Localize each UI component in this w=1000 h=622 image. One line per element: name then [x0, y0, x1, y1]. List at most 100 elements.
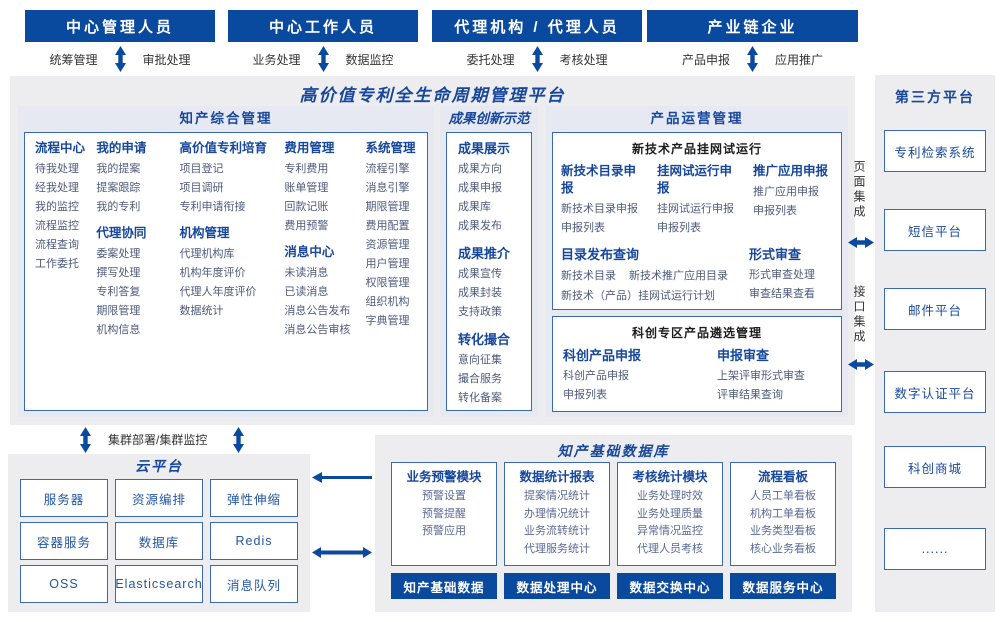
section-header: 转化撮合 [458, 332, 511, 347]
data-layer-badge: 数据交换中心 [617, 573, 723, 599]
menu-item: 工作委托 [35, 258, 79, 270]
formal-review-section: 形式审查 形式审查处理审查结果查看 [749, 241, 833, 306]
sci-tech-selection-box: 科创专区产品遴选管理 科创产品申报 科创产品申报申报列表 申报审查 上架评审形式… [552, 316, 842, 412]
menu-item: 组织机构 [365, 296, 410, 308]
menu-item: 新技术（产品）挂网试运行计划 [561, 290, 715, 302]
actor-group-enterprises: 产业链企业 产品申报 应用推广 [647, 10, 858, 73]
menu-item: 新技术目录 [561, 270, 616, 282]
menu-list: 项目登记项目调研专利申请衔接 [179, 160, 284, 217]
menu-item: 费用配置 [365, 220, 410, 232]
api-integration-label: 接口集成 [852, 285, 866, 345]
menu-item: 流程查询 [35, 239, 79, 251]
section-header: 申报审查 [717, 348, 770, 363]
menu-item: 资源管理 [365, 239, 410, 251]
menu-item: 提案跟踪 [96, 182, 141, 194]
menu-item: 业务流转统计 [524, 525, 590, 537]
module-card: 业务预警模块 预警设置预警提醒预警应用 [391, 462, 497, 566]
panel-third-party: 第三方平台 专利检索系统短信平台邮件平台数字认证平台科创商城...... [875, 75, 995, 612]
actor-actions: 产品申报 应用推广 [647, 45, 858, 73]
section-header: 成果展示 [458, 141, 511, 156]
section-header: 流程看板 [757, 470, 808, 484]
menu-column: 新技术目录申报 新技术目录申报申报列表 [561, 158, 645, 238]
menu-list: 待我处理经我处理我的监控流程监控流程查询工作委托 [35, 160, 96, 274]
menu-item: 代理人员考核 [637, 542, 703, 555]
actor-action-label: 考核处理 [559, 52, 608, 67]
box-header: 新技术产品挂网试运行 [631, 142, 762, 156]
menu-item: 形式审查处理 [749, 269, 815, 281]
section-header: 消息中心 [284, 245, 335, 259]
menu-list: 成果宣传成果封装支持政策 [458, 265, 531, 322]
achievement-box: 成果展示 成果方向成果申报成果库成果发布 成果推介 成果宣传成果封装支持政策 转… [446, 132, 532, 411]
menu-column: 高价值专利培育 项目登记项目调研专利申请衔接 机构管理 代理机构库机构年度评价代… [179, 135, 284, 340]
menu-item: 流程引擎 [365, 163, 410, 175]
actor-action-label: 产品申报 [681, 52, 730, 67]
warehouse-module: 考核统计模块 业务处理时效业务处理质量异常情况监控代理人员考核 数据交换中心 [617, 462, 723, 599]
actor-bar: 代理机构 / 代理人员 [432, 10, 642, 42]
panel-data-warehouse: 知产基础数据库 业务预警模块 预警设置预警提醒预警应用 知产基础数据 数据统计报… [375, 435, 852, 612]
menu-item: 消息引擎 [365, 182, 410, 194]
panel-ip-management: 知产综合管理 流程中心 待我处理经我处理我的监控流程监控流程查询工作委托 我的申… [18, 106, 434, 417]
menu-item: 委案处理 [96, 248, 141, 260]
panel-title: 成果创新示范 [448, 111, 530, 126]
data-layer-badge: 数据服务中心 [730, 573, 836, 599]
menu-column: 系统管理 流程引擎消息引擎期限管理费用配置资源管理用户管理权限管理组织机构字典管… [366, 135, 417, 340]
menu-item: 专利费用 [284, 163, 329, 175]
section-header: 新技术目录申报 [561, 164, 637, 195]
menu-column: 科创产品申报 科创产品申报申报列表 [563, 342, 717, 405]
menu-item: 代理服务统计 [524, 542, 590, 555]
menu-item: 转化备案 [458, 392, 502, 404]
panel-title: 知产综合管理 [179, 111, 273, 126]
menu-item: 用户管理 [365, 258, 410, 270]
menu-column: 推广应用申报 推广应用申报申报列表 [753, 158, 833, 238]
box-header: 科创专区产品遴选管理 [631, 326, 762, 340]
menu-item: 费用预警 [284, 220, 329, 232]
menu-column: 申报审查 上架评审形式审查评审结果查询 [717, 342, 831, 405]
menu-item: 项目登记 [179, 163, 224, 175]
actor-bar: 中心工作人员 [228, 10, 418, 42]
actor-actions: 统筹管理 审批处理 [25, 45, 215, 73]
third-party-system: 邮件平台 [884, 288, 986, 330]
menu-item: 期限管理 [365, 201, 410, 213]
menu-list: 新技术目录新技术推广应用目录新技术（产品）挂网试运行计划 [561, 266, 745, 306]
menu-item: 我的监控 [35, 201, 79, 213]
double-arrow-vertical-icon [114, 46, 126, 72]
menu-item: 预警设置 [422, 490, 466, 502]
menu-list: 预警设置预警提醒预警应用 [392, 488, 496, 541]
cloud-service: 数据库 [115, 522, 203, 560]
actor-bar: 中心管理人员 [25, 10, 215, 42]
menu-item: 经我处理 [35, 182, 79, 194]
menu-list: 专利费用账单管理回款记账费用预警 [284, 160, 365, 236]
menu-item: 账单管理 [284, 182, 329, 194]
menu-item: 上架评审形式审查 [717, 370, 805, 382]
actor-actions: 委托处理 考核处理 [432, 45, 642, 73]
section-header: 形式审查 [749, 247, 802, 262]
third-party-system: 短信平台 [884, 209, 986, 251]
menu-list: 挂网试运行申报申报列表 [657, 200, 741, 238]
cloud-service: 容器服务 [20, 522, 108, 560]
warehouse-module: 数据统计报表 提案情况统计办理情况统计业务流转统计代理服务统计 数据处理中心 [504, 462, 610, 599]
third-party-system: ...... [884, 528, 986, 570]
actor-action-label: 应用推广 [775, 52, 824, 67]
menu-item: 消息公告发布 [284, 305, 351, 317]
menu-list: 流程引擎消息引擎期限管理费用配置资源管理用户管理权限管理组织机构字典管理 [366, 160, 417, 331]
panel-title: 知产基础数据库 [557, 443, 670, 459]
menu-list: 意向征集撮合服务转化备案 [458, 351, 531, 408]
menu-item: 权限管理 [365, 277, 410, 289]
menu-item: 未读消息 [284, 267, 329, 279]
menu-column: 挂网试运行申报 挂网试运行申报申报列表 [657, 158, 741, 238]
section-header: 费用管理 [284, 141, 335, 155]
section-header: 目录发布查询 [561, 247, 640, 262]
menu-item: 办理情况统计 [524, 507, 590, 520]
menu-item: 待我处理 [35, 163, 79, 175]
menu-item: 评审结果查询 [717, 389, 783, 401]
data-layer-badge: 数据处理中心 [504, 573, 610, 599]
trial-run-box: 新技术产品挂网试运行 新技术目录申报 新技术目录申报申报列表 挂网试运行申报 挂… [552, 132, 842, 310]
cloud-service: Redis [210, 522, 298, 560]
menu-item: 申报列表 [657, 222, 701, 234]
menu-column: 我的申请 我的提案提案跟踪我的专利 代理协同 委案处理撰写处理专利答复期限管理机… [96, 135, 179, 340]
actor-action-label: 委托处理 [466, 52, 515, 67]
menu-list: 上架评审形式审查评审结果查询 [717, 367, 831, 405]
menu-item: 提案情况统计 [524, 490, 590, 502]
